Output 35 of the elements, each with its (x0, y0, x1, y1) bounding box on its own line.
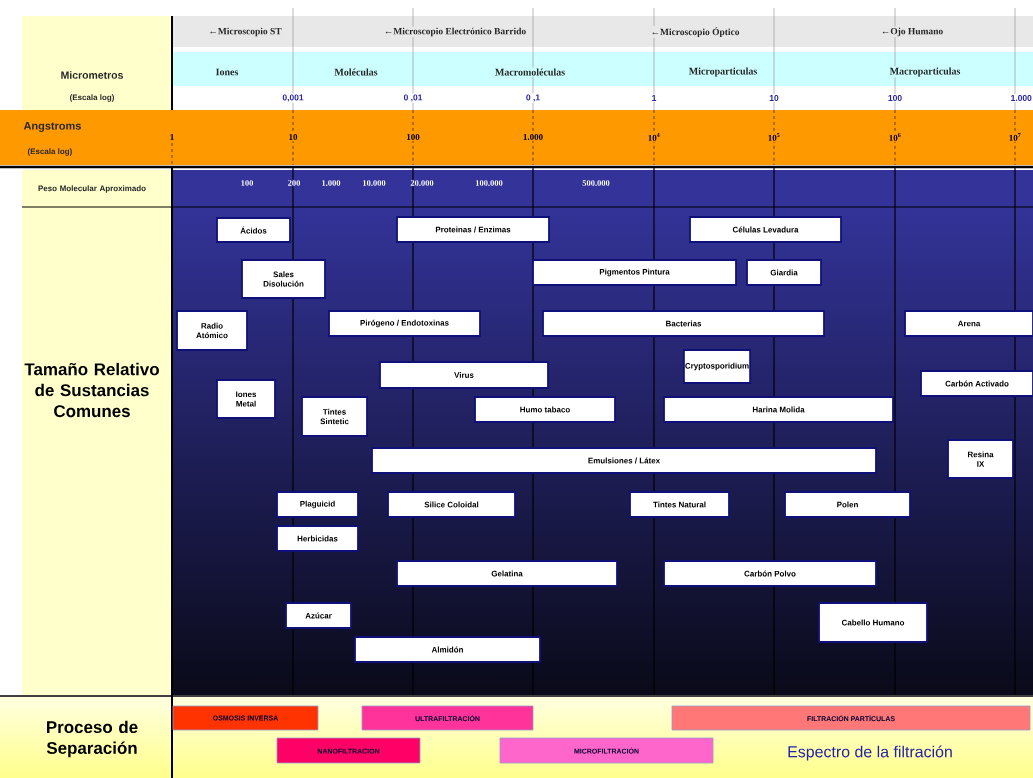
tick-label: 100 (886, 94, 904, 102)
tick-label: 10$^{6}$ (887, 132, 903, 142)
section-title: Proceso de Separación (46, 720, 138, 758)
tick-label: 100.000 (474, 179, 504, 187)
tick-label: 0,001 (281, 93, 305, 103)
category-label: Moléculas (333, 67, 379, 77)
instrument-label: ←Microscopio ST (207, 26, 283, 38)
tick-label: 0 ,1 (524, 93, 542, 103)
category-label: Microparticulas (687, 66, 759, 78)
axis-title: Angstroms (23, 122, 81, 132)
tick-label: 100 (405, 133, 421, 141)
tick-label: 10$^{5}$ (766, 132, 782, 142)
tick-label: 500.000 (581, 179, 611, 187)
tick-label: 1.000 (521, 132, 545, 142)
axis-title: Micrometros (61, 71, 123, 79)
tick-label: 0 ,01 (402, 93, 424, 103)
tick-label: 1 (650, 94, 658, 102)
category-label: Macroparticulas (888, 66, 962, 78)
tick-label: 200 (287, 179, 301, 187)
tick-label: 1 (168, 133, 176, 141)
title: Espectro de la filtración (788, 745, 952, 761)
tick-label: 100 (240, 179, 254, 187)
category-label: Macromoléculas (493, 67, 567, 77)
instrument-label: ←Ojo Humano (879, 26, 945, 38)
section-title: Tamaño Relativo de Sustancias Comunes (24, 362, 159, 418)
tick-label: 20.000 (409, 179, 435, 187)
tick-label: 10$^{7}$ (1007, 132, 1023, 142)
instrument-label: ←Microscopio Electrónico Barrido (382, 26, 528, 38)
tick-label: 1.000 (321, 179, 342, 187)
tick-label: 1.000 (1009, 94, 1033, 102)
tick-label: 10 (768, 94, 780, 102)
tick-label: 10.000 (361, 179, 387, 187)
category-label: Iones (214, 67, 240, 77)
tick-label: 10 (287, 133, 299, 141)
tick-label: 10$^{4}$ (646, 132, 662, 142)
